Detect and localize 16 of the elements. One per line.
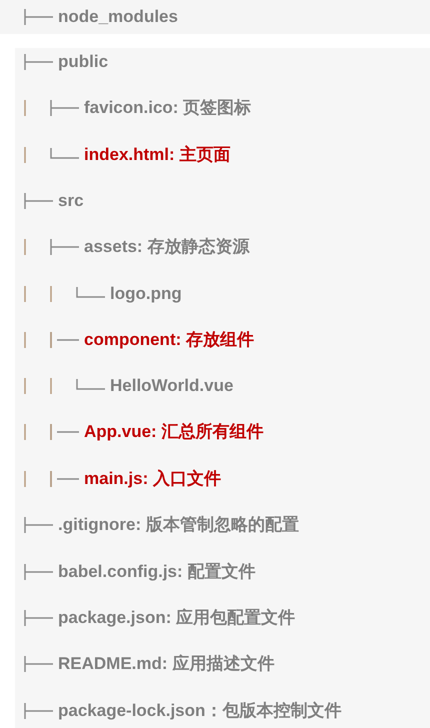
- file-entry-text: public: [58, 52, 108, 72]
- file-entry-text: README.md: 应用描述文件: [58, 654, 274, 674]
- file-entry-text: main.js: 入口文件: [84, 469, 221, 489]
- file-entry-text: HelloWorld.vue: [110, 376, 234, 396]
- file-entry-text: babel.config.js: 配置文件: [58, 562, 256, 582]
- file-entry-text: component: 存放组件: [84, 330, 254, 350]
- file-entry-text: assets: 存放静态资源: [84, 237, 250, 257]
- file-entry-text: package.json: 应用包配置文件: [58, 608, 296, 628]
- file-entry-text: logo.png: [110, 284, 182, 304]
- file-entry-text: package-lock.json：包版本控制文件: [58, 701, 342, 721]
- file-entry-text: .gitignore: 版本管制忽略的配置: [58, 515, 299, 535]
- file-entry-text: node_modules: [58, 7, 178, 27]
- file-entry-text: src: [58, 191, 84, 211]
- file-entry-text: App.vue: 汇总所有组件: [84, 422, 264, 442]
- file-entry-text: index.html: 主页面: [84, 145, 230, 165]
- file-entry-text: favicon.ico: 页签图标: [84, 98, 252, 118]
